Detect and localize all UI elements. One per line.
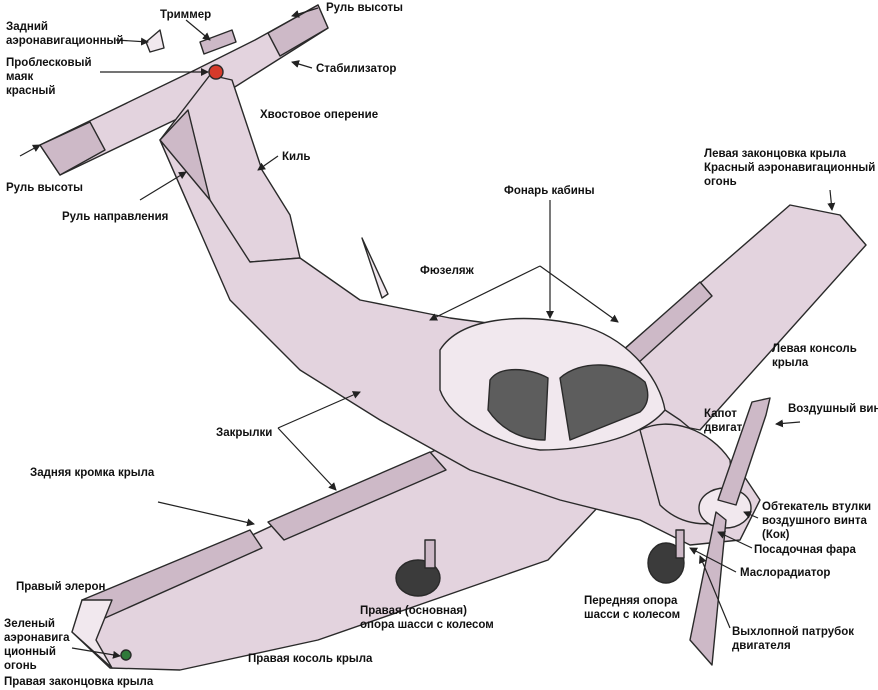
- label-spinner: Обтекатель втулки воздушного винта (Кок): [762, 501, 872, 541]
- canopy-window: [487, 369, 549, 441]
- pointer-elevator-top: [291, 7, 319, 18]
- nose-gear-wheel: [647, 542, 685, 584]
- antenna: [361, 237, 389, 299]
- propeller-blade-upper: [717, 397, 771, 506]
- pointer-flaps-1: [277, 427, 337, 491]
- label-cowling: Капот двигат: [704, 408, 743, 434]
- pointer-stabilizer: [291, 60, 313, 69]
- label-rudder: Руль направления: [62, 211, 169, 223]
- propeller-blade-lower: [689, 511, 727, 666]
- label-fuselage: Фюзеляж: [420, 265, 474, 277]
- pointer-green-light: [71, 647, 121, 659]
- label-trailing-edge: Задняя кромка крыла: [30, 467, 155, 479]
- label-canopy: Фонарь кабины: [504, 185, 595, 197]
- pointer-fin: [257, 155, 279, 171]
- trim-tab: [199, 29, 237, 55]
- label-fin: Киль: [282, 151, 311, 163]
- strobe-beacon-light: [208, 64, 224, 80]
- pointer-oil-cooler: [689, 547, 737, 573]
- pointer-propeller: [775, 419, 801, 428]
- pointer-spinner: [743, 511, 759, 519]
- pointer-trimmer: [185, 19, 211, 41]
- label-stabilizer: Стабилизатор: [316, 63, 397, 75]
- label-tail-assembly: Хвостовое оперение: [260, 109, 379, 121]
- pointer-left-wingtip: [827, 189, 836, 211]
- main-gear-wheel: [395, 559, 441, 597]
- label-nose-gear: Передняя опора шасси с колесом: [584, 595, 681, 621]
- label-main-gear: Правая (основная) опора шасси с колесом: [360, 605, 494, 631]
- pointer-tail-nav-light: [115, 37, 149, 46]
- label-elevator-top: Руль высоты: [326, 2, 403, 14]
- label-flaps: Закрылки: [216, 427, 273, 439]
- label-left-wing-panel: Левая консоль крыла: [772, 343, 857, 369]
- main-gear-strut: [424, 539, 436, 569]
- pointer-landing-light: [717, 531, 753, 549]
- pointer-flaps-2: [277, 391, 361, 429]
- canopy-window-front: [559, 364, 649, 441]
- pointer-rudder: [139, 171, 187, 201]
- label-exhaust: Выхлопной патрубок двигателя: [732, 626, 855, 652]
- label-right-wing-panel: Правая косоль крыла: [248, 653, 373, 665]
- tail-nav-light: [145, 29, 165, 53]
- nose-gear-strut: [675, 529, 685, 559]
- pointer-fuselage-1: [429, 265, 541, 321]
- pointer-elevator-left: [19, 144, 41, 157]
- label-elevator-left: Руль высоты: [6, 182, 83, 194]
- label-right-wingtip: Правая законцовка крыла: [4, 676, 154, 688]
- label-right-aileron: Правый элерон: [16, 581, 106, 593]
- label-left-wingtip: Левая законцовка крыла Красный аэронавиг…: [704, 148, 876, 188]
- label-tail-nav-light: Задний аэронавигационный: [6, 21, 124, 47]
- elevator-left: [39, 121, 106, 176]
- pointer-exhaust: [699, 555, 731, 629]
- label-green-nav-light: Зеленый аэронавига ционный огонь: [4, 618, 70, 672]
- label-trimmer: Триммер: [160, 9, 212, 21]
- green-nav-light: [120, 649, 132, 661]
- pointer-trailing-edge: [157, 501, 255, 527]
- label-strobe-beacon: Проблесковый маяк красный: [6, 57, 92, 97]
- label-landing-light: Посадочная фара: [754, 544, 856, 556]
- elevator-right: [267, 4, 329, 57]
- pointer-fuselage-2: [539, 265, 619, 323]
- right-wingtip: [71, 599, 113, 669]
- label-propeller: Воздушный винт: [788, 403, 878, 415]
- label-oil-cooler: Маслорадиатор: [740, 567, 831, 579]
- right-flap: [267, 451, 447, 541]
